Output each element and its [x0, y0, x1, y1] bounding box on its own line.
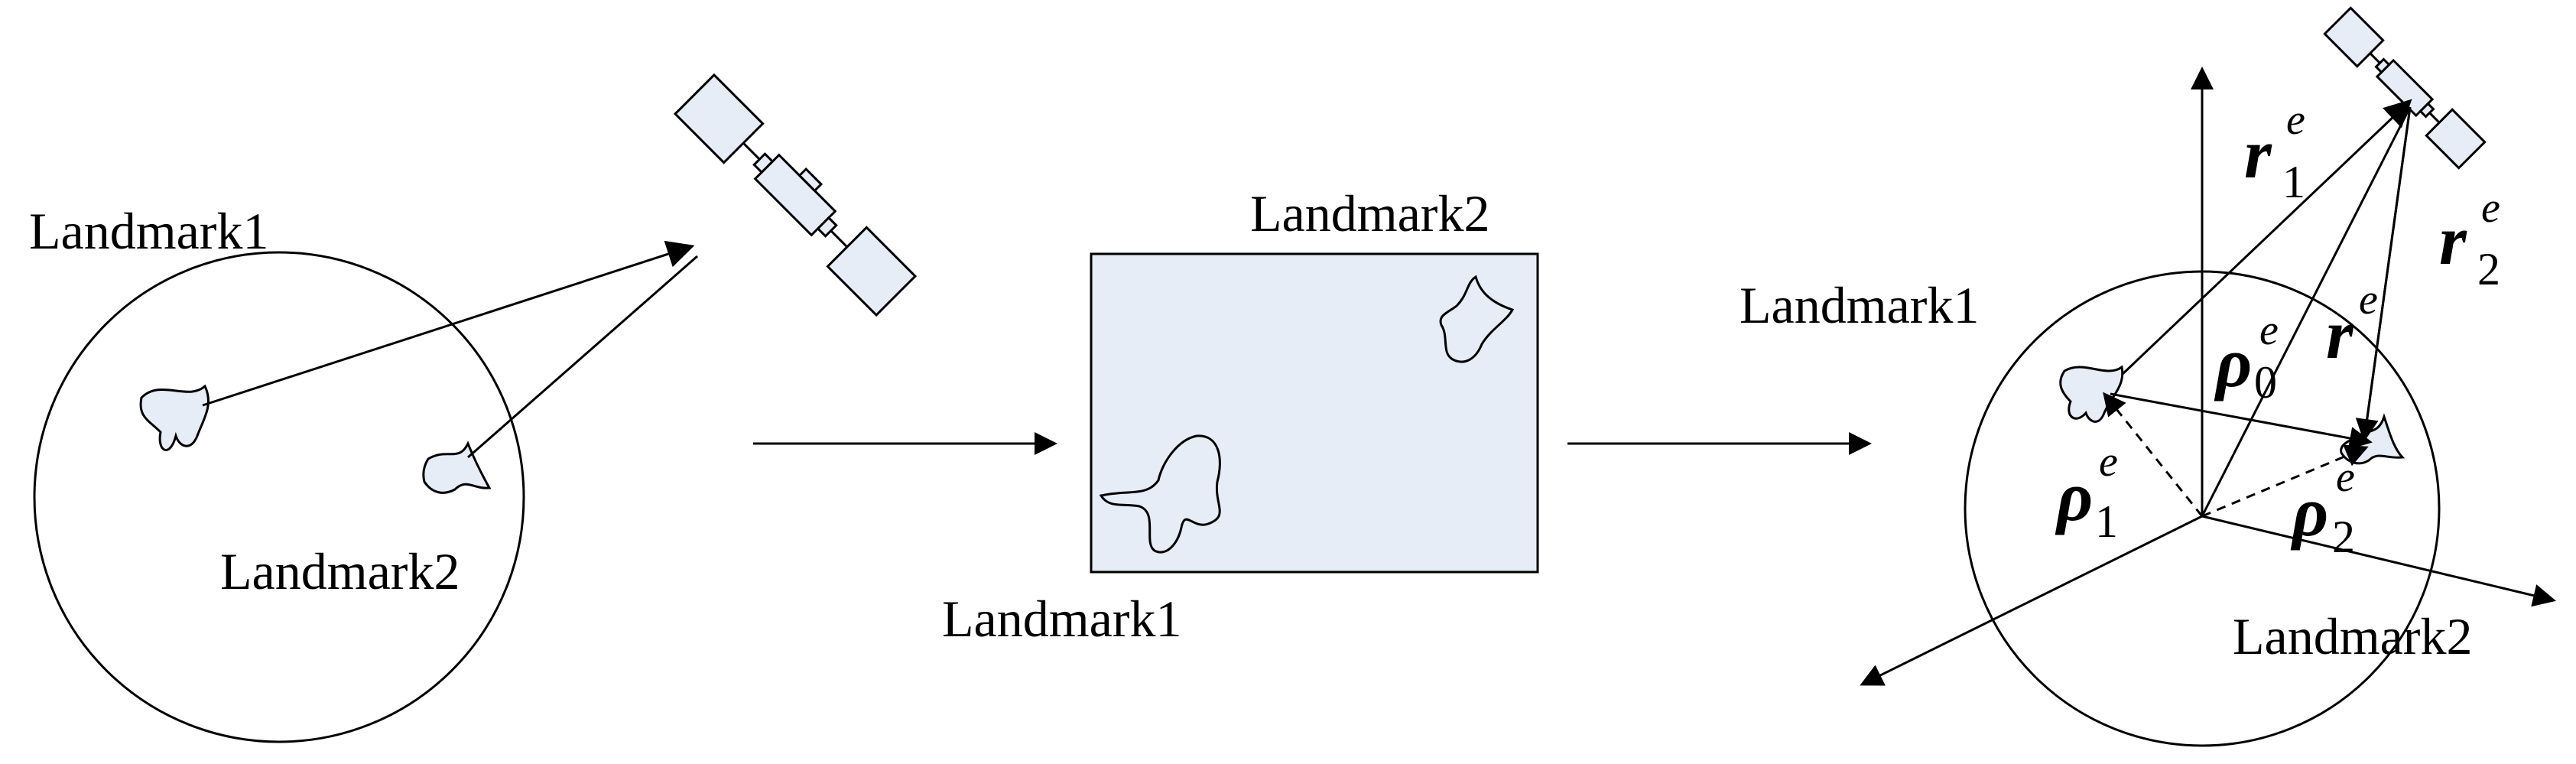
axis-x [2201, 515, 2556, 607]
symbol-rho0-sup: e [2259, 307, 2279, 354]
symbol-rho1: ρ [2055, 457, 2093, 535]
symbol-rho2-sup: e [2336, 454, 2355, 501]
landmark2-shape-left [422, 441, 492, 494]
right-panel: Landmark1 Landmark2 r 1 e r 2 e r e ρ 0 … [1740, 6, 2556, 747]
vector-rho0 [2201, 106, 2412, 517]
landmark1-shape-image [1099, 434, 1221, 554]
vector-rho1 [2103, 392, 2204, 517]
label-landmark2-left: Landmark2 [220, 542, 460, 600]
vector-rho2 [2201, 444, 2369, 518]
label-landmark1-left: Landmark1 [29, 202, 268, 260]
landmark1-shape-right [2059, 365, 2124, 423]
label-landmark1-middle: Landmark1 [942, 590, 1181, 648]
label-landmark1-right: Landmark1 [1740, 276, 1979, 334]
earth-circle-left [33, 251, 525, 743]
symbol-r1: r [2244, 115, 2272, 193]
left-panel: Landmark1 Landmark2 [29, 73, 917, 743]
sightline-landmark2-left [467, 255, 698, 459]
symbol-rho2-sub: 2 [2332, 512, 2355, 562]
symbol-rho1-sub: 1 [2095, 496, 2118, 547]
symbol-r1-sub: 1 [2282, 157, 2305, 207]
symbol-r2: r [2439, 201, 2467, 279]
landmark1-shape-left [139, 384, 210, 451]
label-landmark2-middle: Landmark2 [1250, 184, 1489, 242]
middle-panel: Landmark2 Landmark1 [942, 184, 1539, 648]
symbol-rho0-sub: 0 [2254, 357, 2277, 408]
symbol-rho2: ρ [2290, 473, 2328, 551]
sightline-landmark1-left [202, 240, 695, 407]
symbol-r2-sup: e [2481, 184, 2500, 232]
symbol-rho0: ρ [2214, 323, 2252, 402]
symbol-r2-sub: 2 [2477, 244, 2500, 294]
symbol-rho1-sup: e [2099, 438, 2118, 486]
symbol-r-sup: e [2359, 276, 2378, 323]
symbol-r1-sup: e [2286, 96, 2305, 144]
label-landmark2-right: Landmark2 [2233, 607, 2472, 665]
landmark2-shape-image [1439, 275, 1515, 363]
vector-r1 [2120, 99, 2412, 376]
axis-y [1860, 515, 2203, 686]
vector-r [2355, 106, 2412, 442]
vector-baseline [2110, 392, 2373, 450]
symbol-r: r [2326, 295, 2354, 373]
satellite-icon-left [674, 73, 917, 317]
